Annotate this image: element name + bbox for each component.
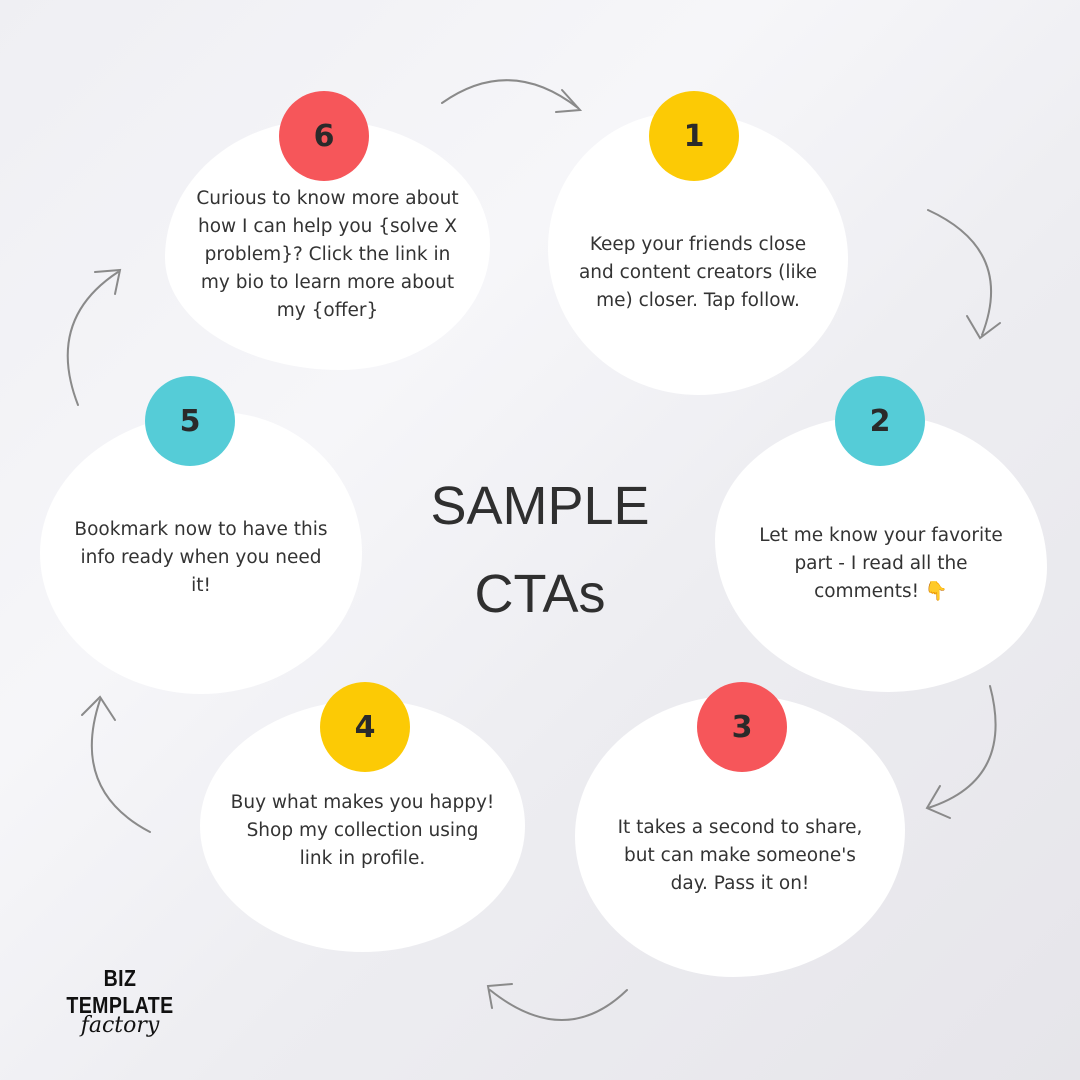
step-5-badge: 5 (145, 376, 235, 466)
title-line-1: SAMPLE (430, 476, 650, 536)
logo-line-1: BIZ TEMPLATE (66, 965, 174, 1018)
step-1-text: Keep your friends close and content crea… (578, 233, 818, 311)
step-2-text: Let me know your favorite part - I read … (759, 524, 1003, 602)
step-6-text: Curious to know more about how I can hel… (196, 188, 459, 321)
arrow-1-to-2-icon (927, 209, 1001, 340)
step-4-number: 4 (354, 709, 376, 745)
brand-logo: BIZ TEMPLATE factory (50, 965, 190, 1038)
title-line-2: CTAs (474, 564, 606, 624)
step-4-text: Buy what makes you happy! Shop my collec… (230, 792, 495, 869)
arrow-5-to-6-icon (66, 268, 122, 406)
step-5-text: Bookmark now to have this info ready whe… (74, 519, 328, 596)
step-2-number: 2 (869, 403, 891, 439)
step-1-number: 1 (683, 118, 705, 154)
step-3-card: It takes a second to share, but can make… (575, 695, 905, 977)
step-5-number: 5 (179, 403, 201, 439)
step-3-badge: 3 (697, 682, 787, 772)
logo-line-2: factory (80, 1013, 160, 1038)
step-4-badge: 4 (320, 682, 410, 772)
step-3-text: It takes a second to share, but can make… (617, 817, 863, 894)
step-1-badge: 1 (649, 91, 739, 181)
step-2-badge: 2 (835, 376, 925, 466)
step-6-number: 6 (313, 118, 335, 154)
step-3-number: 3 (731, 709, 753, 745)
arrow-2-to-3-icon (925, 685, 997, 819)
page-title: SAMPLE CTAs (390, 462, 690, 638)
step-6-badge: 6 (279, 91, 369, 181)
arrow-4-to-5-icon (81, 695, 151, 833)
arrow-6-to-1-icon (441, 79, 583, 113)
arrow-3-to-4-icon (486, 983, 628, 1021)
